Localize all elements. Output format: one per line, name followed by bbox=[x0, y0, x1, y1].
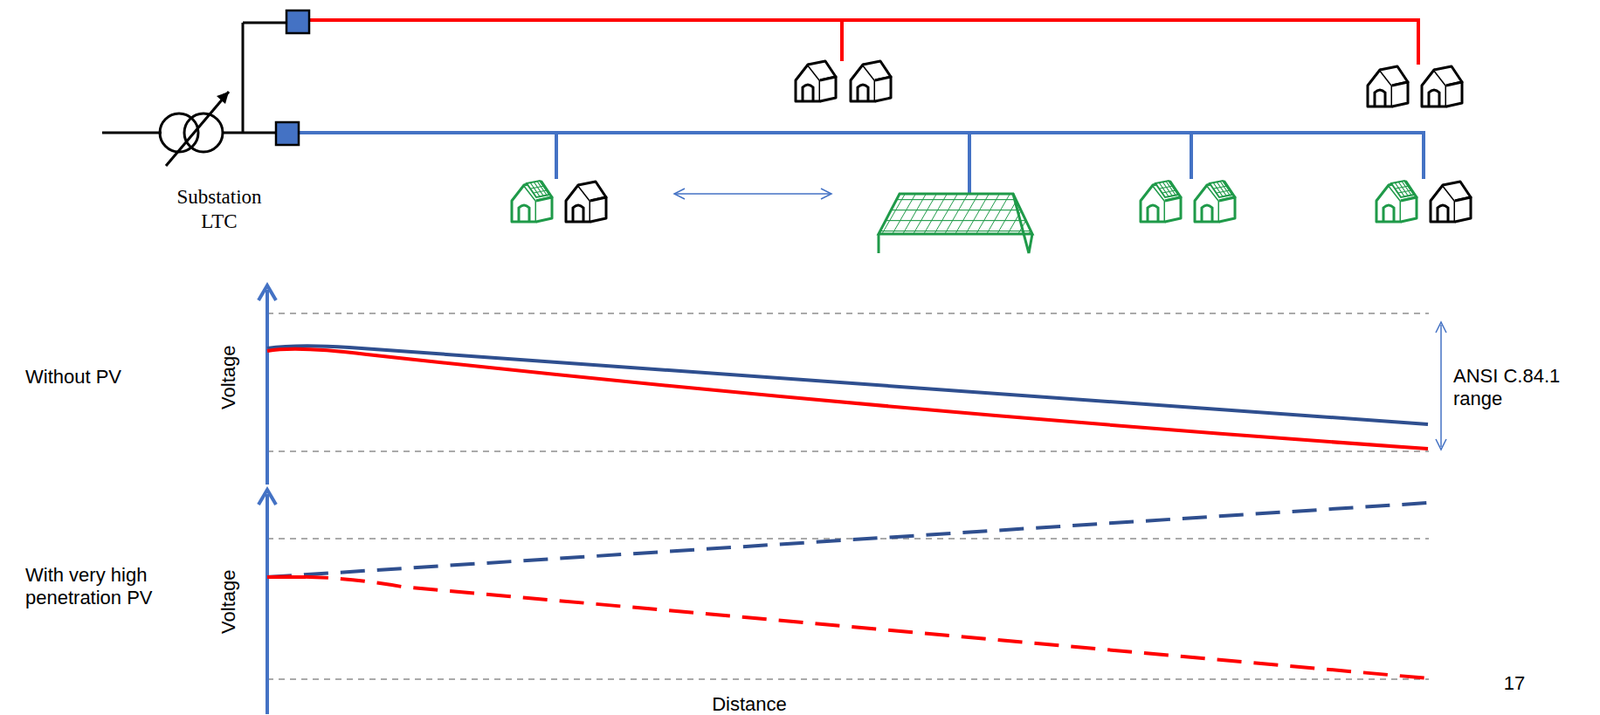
range-label: ANSI C.84.1 range bbox=[1453, 365, 1585, 412]
row-label: Without PV bbox=[25, 365, 200, 389]
substation-label: Substation LTC bbox=[162, 185, 276, 234]
ltc-transformer bbox=[102, 22, 289, 166]
page-number: 17 bbox=[1503, 672, 1525, 696]
breaker bbox=[275, 122, 299, 145]
double-arrow bbox=[674, 188, 832, 200]
axis-label: Voltage bbox=[217, 569, 241, 634]
axis-label: Voltage bbox=[217, 344, 241, 409]
red-feeder bbox=[305, 20, 1421, 65]
breaker bbox=[286, 10, 310, 34]
row-label: With very high penetration PV bbox=[25, 564, 179, 611]
solar-panel bbox=[878, 193, 1033, 254]
voltage-chart-with-pv bbox=[258, 489, 1429, 715]
axis-label: Distance bbox=[711, 693, 787, 715]
voltage-chart-without-pv bbox=[258, 285, 1447, 485]
blue-feeder bbox=[296, 132, 1426, 194]
